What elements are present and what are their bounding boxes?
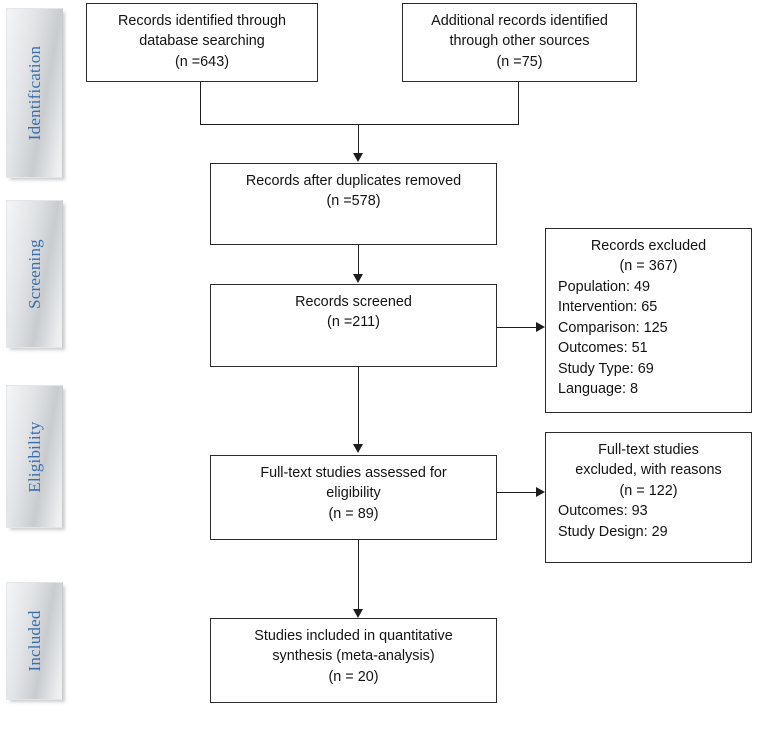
phase-tab-included: Included [6,582,63,700]
box-line: Records identified through [118,13,286,29]
box-line: Full-text studies [598,442,699,458]
box-line: (n = 122) [619,482,678,499]
box-line: (n =578) [326,193,381,210]
connector-fulltext-to-excluded [497,492,537,493]
reason-item: Comparison: 125 [558,319,668,336]
box-line: Studies included in quantitative [254,628,453,644]
box-line: (n =643) [174,53,229,70]
reason-item: Intervention: 65 [558,299,658,316]
box-line: (n =75) [496,53,543,70]
connector-merge-to-duplicates [358,124,359,154]
box-records-excluded: Records excluded (n = 367) Population: 4… [545,228,752,413]
box-line: Records screened [295,294,412,310]
phase-tab-eligibility: Eligibility [6,385,63,528]
connector-merge-bar [200,124,519,125]
reason-item: Study Design: 29 [558,523,668,540]
box-fulltext-studies-assessed: Full-text studies assessed for eligibili… [210,455,497,540]
arrowhead-to-records-excluded [536,322,545,332]
phase-label-screening: Screening [24,239,44,309]
phase-tab-screening: Screening [6,200,63,348]
box-line: (n = 367) [619,258,678,275]
connector-fulltext-to-included [358,540,359,610]
reason-item: Outcomes: 93 [558,503,648,520]
phase-label-identification: Identification [24,45,44,141]
box-line: excluded, with reasons [575,462,722,479]
phase-label-eligibility: Eligibility [24,420,44,493]
box-line: through other sources [449,33,590,50]
box-line: synthesis (meta-analysis) [272,648,435,665]
connector-screened-to-excluded [497,327,537,328]
box-records-identified-database: Records identified through database sear… [86,3,318,82]
arrowhead-to-included [353,609,363,618]
connector-duplicates-to-screened [358,245,359,275]
phase-tab-identification: Identification [6,8,63,178]
box-line: Records excluded [590,238,707,254]
box-line: Records after duplicates removed [245,173,462,189]
connector-stub-left [200,82,201,125]
arrowhead-to-screened [353,274,363,283]
box-additional-records-other-sources: Additional records identified through ot… [402,3,637,82]
box-line: (n = 20) [328,668,379,685]
connector-stub-right [518,82,519,125]
box-records-after-duplicates-removed: Records after duplicates removed (n =578… [210,163,497,245]
fulltext-excluded-reason-list: Outcomes: 93 Study Design: 29 [546,501,751,542]
reason-item: Study Type: 69 [558,360,654,377]
box-fulltext-studies-excluded: Full-text studies excluded, with reasons… [545,432,752,563]
box-line: eligibility [326,485,381,502]
reason-item: Language: 8 [558,381,639,398]
connector-screened-to-fulltext [358,367,359,445]
box-line: (n = 89) [328,505,379,522]
arrowhead-to-fulltext-excluded [536,487,545,497]
phase-label-included: Included [24,610,44,672]
box-line: Additional records identified [431,13,608,29]
arrowhead-to-fulltext [353,444,363,453]
box-line: (n =211) [327,314,380,331]
box-line: database searching [139,33,265,50]
arrowhead-to-duplicates [353,153,363,162]
box-records-screened: Records screened (n =211) [210,284,497,367]
box-line: Full-text studies assessed for [260,465,447,481]
reason-item: Outcomes: 51 [558,340,648,357]
box-studies-included: Studies included in quantitative synthes… [210,618,497,703]
reason-item: Population: 49 [558,278,651,295]
records-excluded-reason-list: Population: 49 Intervention: 65 Comparis… [546,277,751,400]
